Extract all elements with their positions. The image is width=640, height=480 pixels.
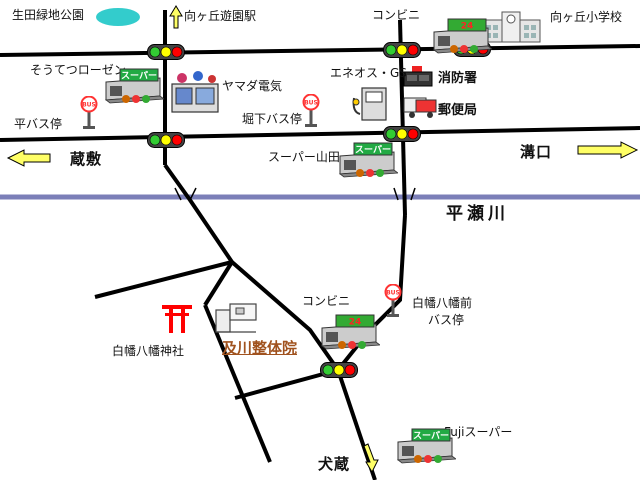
store-icon: スーパー [102,68,166,108]
park-pond [96,8,140,26]
conbini-top-label: コンビニ [372,8,421,22]
store-icon: 24 [318,314,382,354]
horishita-bus-label: 堀下バス停 [242,112,303,126]
yamada-label: ヤマダ電気 [222,79,283,93]
traffic-signal-icon [383,126,421,146]
clinic-link[interactable]: 及川整体院 [222,339,298,357]
store-sign-text: 24 [349,318,362,328]
hira-bus-label: 平バス停 [14,117,63,131]
signal-yellow-lamp [160,46,172,58]
signal-red-lamp [407,44,419,56]
store-sign-text: スーパー [121,70,157,82]
store-sign-text: スーパー [355,144,391,156]
road-middle [0,126,640,142]
post-office-label: 郵便局 [438,103,478,118]
clinic-building-icon [215,303,257,333]
yamada-electronics-icon [171,71,219,113]
signal-green-lamp [322,364,334,376]
arrow-north [169,5,183,29]
fuji-label: Fujiスーパー [444,425,513,439]
station-label: 向ヶ丘遊園駅 [184,9,257,23]
road-top [0,44,640,57]
signal-green-lamp [149,46,161,58]
signal-yellow-lamp [396,44,408,56]
souteto-label: そうてつローゼン [30,63,126,77]
bus-sign-text: BUS [386,290,400,297]
store-icon: スーパー [394,428,458,468]
signal-red-lamp [344,364,356,376]
bus-stop-icon: BUS [302,93,320,132]
super-yamada-label: スーパー山田 [268,150,340,164]
signal-green-lamp [385,44,397,56]
signal-green-lamp [149,134,161,146]
signal-red-lamp [171,46,183,58]
hakuhata-mae-label: 白幡八幡前 [412,296,473,310]
street-block-down [203,304,272,463]
road-right-south [336,214,407,372]
street-block-cross [234,368,339,400]
store-icon: 24 [430,18,494,58]
arrow-west [6,149,51,167]
shrine-torii-icon [162,305,192,333]
river-label: 平瀬川 [446,204,509,224]
signal-yellow-lamp [160,134,172,146]
mizonokuchi-label: 溝口 [520,143,553,161]
school-label: 向ヶ丘小学校 [550,10,623,24]
bus-stop-icon: BUS [384,283,402,322]
street-west [94,260,233,299]
bus-sign-text: BUS [304,100,318,107]
signal-yellow-lamp [396,128,408,140]
signal-yellow-lamp [333,364,345,376]
post-office-icon [403,97,437,118]
traffic-signal-icon [147,132,185,152]
inukura-label: 犬蔵 [318,455,351,473]
store-icon: スーパー [336,142,400,182]
bus-sign-text: BUS [82,102,96,109]
gas-station-icon [352,87,387,121]
conbini-mid-label: コンビニ [302,294,351,308]
signal-red-lamp [171,134,183,146]
store-sign-text: スーパー [413,430,449,442]
street-block-west [203,260,234,307]
eneos-label: エネオス・GS [330,66,407,80]
signal-green-lamp [385,128,397,140]
park-label: 生田緑地公園 [12,8,85,22]
fire-station-icon [403,66,433,87]
traffic-signal-icon [383,42,421,62]
zoushiki-label: 蔵敷 [70,150,103,168]
traffic-signal-icon [147,44,185,64]
traffic-signal-icon [320,362,358,382]
fire-station-label: 消防署 [438,71,478,86]
bus-stop-icon: BUS [80,95,98,134]
shrine-label: 白幡八幡神社 [112,344,185,358]
store-sign-text: 24 [461,22,474,32]
arrow-east [577,141,639,159]
bridge-left [174,187,197,201]
arrow-south [363,443,379,474]
signal-red-lamp [407,128,419,140]
bus-stop-label: バス停 [428,313,465,327]
bridge-right [393,187,416,201]
